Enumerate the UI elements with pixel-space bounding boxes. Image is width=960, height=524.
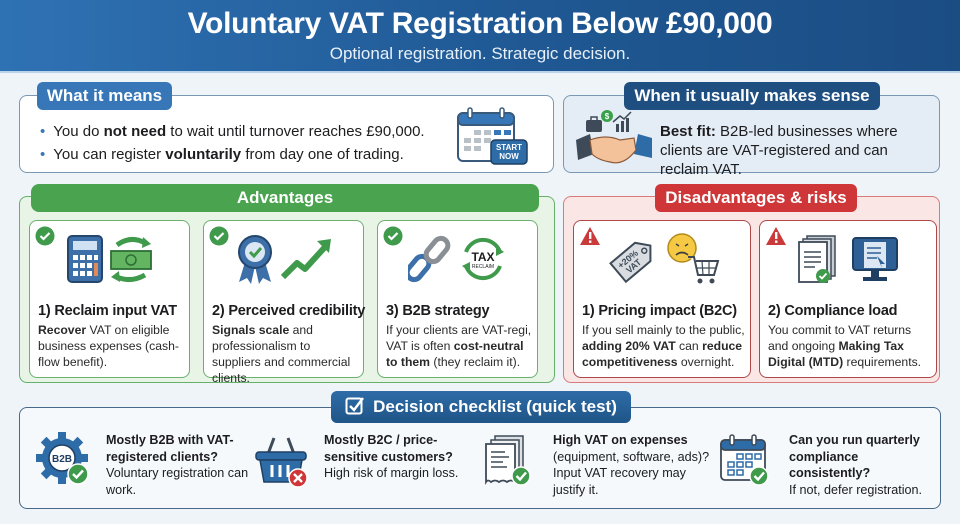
what-it-means-panel: What it means You do not need to wait un… — [19, 82, 554, 173]
svg-text:NOW: NOW — [499, 152, 519, 161]
card-title: 3) B2B strategy — [386, 303, 490, 319]
trend-up-arrow-icon — [280, 237, 333, 286]
disadvantages-panel: Disadvantages & risks +20%VAT 1) Pricing… — [563, 184, 940, 383]
price-tag-icon: +20%VAT — [604, 233, 660, 290]
header-banner: Voluntary VAT Registration Below £90,000… — [0, 0, 960, 73]
card-title: 2) Perceived credibility — [212, 303, 366, 319]
disadvantages-label: Disadvantages & risks — [655, 184, 857, 212]
b2b-gear-check-icon: B2B — [36, 432, 92, 493]
sad-shopping-cart-icon — [666, 232, 720, 290]
what-it-means-list: You do not need to wait until turnover r… — [40, 120, 425, 166]
checklist-text: Can you run quarterly compliance consist… — [789, 433, 923, 497]
check-circle-icon — [209, 226, 229, 251]
checkbox-checked-icon — [345, 394, 365, 426]
advantages-label: Advantages — [31, 184, 539, 212]
svg-text:$: $ — [605, 112, 610, 121]
award-rosette-icon — [235, 234, 275, 289]
list-item: You can register voluntarily from day on… — [40, 143, 425, 166]
checklist-item-b2b: B2B Mostly B2B with VAT-registered clien… — [36, 426, 256, 506]
calculator-icon — [66, 234, 103, 288]
advantages-panel: Advantages 1) Reclaim input VAT Recover … — [19, 184, 555, 385]
card-title: 1) Reclaim input VAT — [38, 303, 177, 319]
when-it-makes-sense-label: When it usually makes sense — [624, 82, 880, 110]
list-item: You do not need to wait until turnover r… — [40, 120, 424, 143]
checklist-text: Mostly B2C / price-sensitive customers?H… — [324, 433, 459, 480]
cash-cycle-icon — [109, 235, 153, 288]
checklist-item-b2c: Mostly B2C / price-sensitive customers?H… — [254, 426, 474, 506]
check-circle-icon — [35, 226, 55, 251]
svg-text:RECLAIM: RECLAIM — [471, 264, 493, 270]
page-title: Voluntary VAT Registration Below £90,000 — [187, 7, 773, 40]
card-body: If you sell mainly to the public, adding… — [582, 323, 745, 369]
checklist-item-expenses: High VAT on expenses(equipment, software… — [483, 426, 713, 506]
advantage-card-reclaim: 1) Reclaim input VAT Recover VAT on elig… — [29, 220, 190, 378]
checklist-text: Mostly B2B with VAT-registered clients?V… — [106, 433, 249, 497]
disadvantage-card-pricing: +20%VAT 1) Pricing impact (B2C) If you s… — [573, 220, 751, 378]
disadvantage-card-compliance: 2) Compliance load You commit to VAT ret… — [759, 220, 937, 378]
chain-link-icon — [404, 235, 452, 288]
calendar-check-icon — [719, 432, 775, 493]
card-body: Recover VAT on eligible business expense… — [38, 323, 179, 369]
documents-icon — [797, 234, 837, 289]
when-it-makes-sense-panel: When it usually makes sense $ Best fit: … — [563, 82, 940, 178]
card-title: 2) Compliance load — [768, 303, 898, 319]
best-fit-text: Best fit: B2B-led businesses where clien… — [660, 123, 898, 178]
page-subtitle: Optional registration. Strategic decisio… — [329, 44, 631, 63]
card-title: 1) Pricing impact (B2C) — [582, 303, 737, 319]
warning-triangle-icon — [765, 226, 787, 251]
check-circle-icon — [383, 226, 403, 251]
svg-text:B2B: B2B — [52, 454, 72, 465]
computer-monitor-icon — [851, 234, 899, 289]
checklist-text: High VAT on expenses(equipment, software… — [553, 433, 710, 497]
decision-checklist-panel: Decision checklist (quick test) B2B Most… — [19, 391, 941, 509]
receipt-check-icon — [483, 432, 539, 493]
what-it-means-label: What it means — [37, 82, 172, 110]
advantage-card-credibility: 2) Perceived credibility Signals scale a… — [203, 220, 366, 385]
calendar-start-now-icon: START NOW — [455, 106, 531, 171]
handshake-icon: $ — [576, 110, 656, 173]
svg-text:START: START — [496, 143, 522, 152]
card-body: Signals scale and professionalism to sup… — [212, 323, 351, 385]
decision-checklist-label: Decision checklist (quick test) — [331, 391, 631, 423]
basket-cross-icon — [254, 432, 310, 493]
card-body: You commit to VAT returns and ongoing Ma… — [768, 323, 922, 369]
warning-triangle-icon — [579, 226, 601, 251]
svg-text:TAX: TAX — [471, 250, 494, 264]
card-body: If your clients are VAT-regi, VAT is oft… — [386, 323, 532, 369]
checklist-item-compliance: Can you run quarterly compliance consist… — [719, 426, 939, 506]
